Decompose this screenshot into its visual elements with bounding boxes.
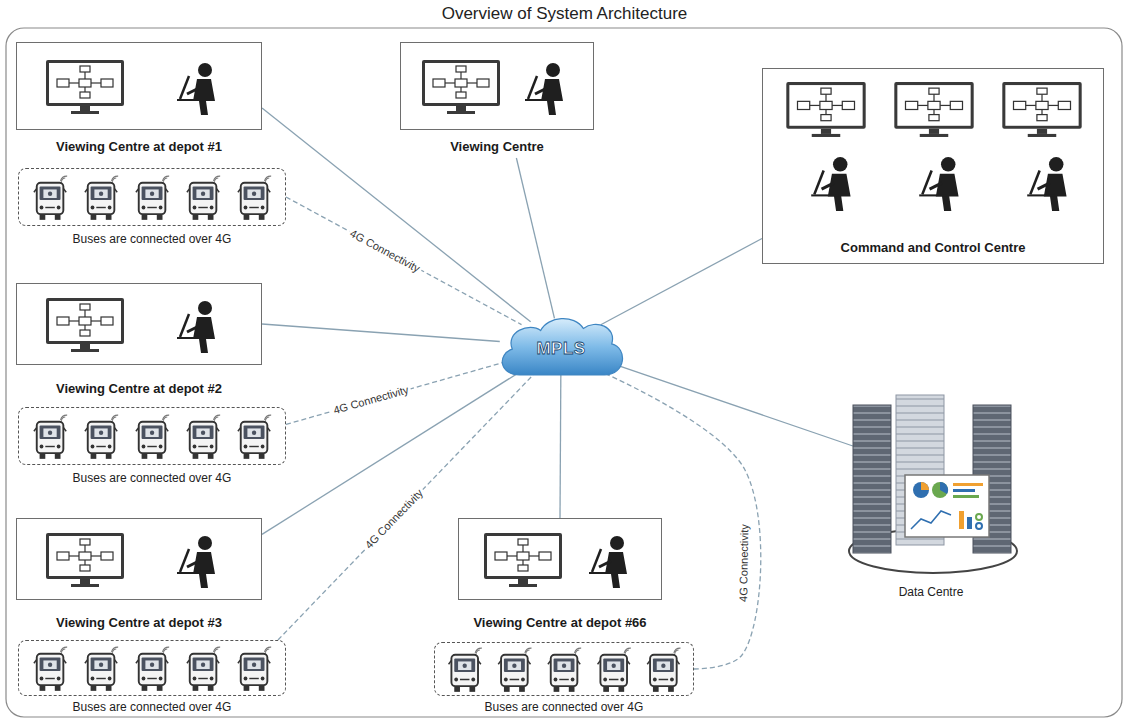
network-link [610, 363, 853, 446]
bus-icon [548, 648, 581, 692]
icon-layer [17, 43, 263, 131]
wireless-link [286, 361, 509, 424]
link-label: 4G Connectivity [346, 226, 424, 276]
bus-icon [34, 647, 67, 691]
group-caption: Buses are connected over 4G [73, 232, 232, 246]
cloud-outline [502, 319, 622, 375]
bus-group: Buses are connected over 4G [18, 640, 286, 716]
outer-frame [6, 28, 1122, 717]
icon-layer [435, 643, 695, 697]
icon-layer [401, 43, 595, 131]
network-label: MPLS [536, 338, 585, 358]
bus-icon [449, 648, 482, 692]
node-title: Viewing Centre at depot #1 [56, 139, 222, 155]
group-caption: Buses are connected over 4G [485, 700, 644, 714]
bus-icon [85, 176, 118, 220]
operator-icon [1027, 157, 1066, 211]
monitor-icon [786, 82, 865, 137]
icon-layer [17, 284, 263, 366]
node-title: Viewing Centre at depot #66 [473, 615, 646, 631]
bus-icon [647, 648, 680, 692]
bus-icon [136, 176, 169, 220]
icon-layer [17, 519, 263, 601]
icon-layer [763, 69, 1105, 265]
group-caption: Buses are connected over 4G [73, 471, 232, 485]
viewing-centre: Viewing Centre at depot #2 [16, 283, 262, 395]
server-illustration [849, 395, 1017, 573]
bus-icon [34, 176, 67, 220]
node-title: Command and Control Centre [841, 240, 1026, 256]
viewing-centre: Viewing Centre at depot #66 [458, 518, 662, 630]
monitor-icon [46, 298, 124, 352]
bus-icon [238, 176, 271, 220]
link-label: 4G Connectivity [361, 485, 427, 553]
monitor-icon [894, 82, 973, 137]
operator-icon [177, 301, 215, 353]
node-title: Viewing Centre at depot #3 [56, 615, 222, 631]
node-title: Viewing Centre [450, 139, 544, 155]
station-box [458, 518, 662, 600]
bus-icon [187, 176, 220, 220]
dashed-group [18, 407, 286, 465]
monitor-icon [46, 60, 124, 114]
bus-icon [238, 415, 271, 459]
operator-icon [177, 536, 215, 588]
mpls-cloud: MPLS [495, 313, 627, 379]
network-link [516, 158, 554, 318]
operator-icon [589, 536, 627, 588]
data-centre: Data Centre [838, 393, 1024, 605]
network-link [262, 324, 500, 341]
icon-layer [19, 408, 287, 466]
command-centre: Command and Control Centre [762, 68, 1104, 264]
icon-layer [19, 641, 287, 697]
operator-icon [811, 157, 850, 211]
bus-icon [34, 415, 67, 459]
station-box [16, 283, 262, 365]
operator-icon [177, 63, 215, 115]
diagram-title: Overview of System Architecture [436, 4, 694, 23]
network-link [601, 239, 762, 325]
bus-icon [136, 415, 169, 459]
title-wrap: Overview of System Architecture [0, 4, 1129, 24]
network-link [559, 374, 561, 518]
bus-group: Buses are connected over 4G [434, 642, 694, 718]
monitor-icon [484, 533, 562, 587]
node-title: Viewing Centre at depot #2 [56, 381, 222, 397]
station-box [762, 68, 1104, 264]
bus-icon [136, 647, 169, 691]
icon-layer [459, 519, 663, 601]
viewing-centre: Viewing Centre [400, 42, 594, 158]
bus-icon [598, 648, 631, 692]
bus-group: Buses are connected over 4G [18, 168, 286, 256]
bus-icon [238, 647, 271, 691]
bus-icon [187, 647, 220, 691]
bus-icon [85, 415, 118, 459]
wireless-link [286, 197, 522, 325]
dashed-group [434, 642, 694, 696]
monitor-icon [1002, 82, 1081, 137]
bus-icon [187, 415, 220, 459]
operator-icon [525, 63, 563, 115]
group-caption: Buses are connected over 4G [73, 700, 232, 714]
station-box [400, 42, 594, 130]
monitor-icon [422, 60, 500, 114]
dashed-group [18, 168, 286, 226]
link-label: 4G Connectivity [737, 522, 751, 604]
bus-icon [498, 648, 531, 692]
operator-icon [919, 157, 958, 211]
monitor-icon [46, 533, 124, 587]
node-title: Data Centre [899, 585, 964, 599]
station-box [16, 518, 262, 600]
link-label: 4G Connectivity [330, 383, 412, 418]
icon-layer [838, 393, 1024, 583]
station-box [16, 42, 262, 130]
shape-area [838, 393, 1024, 583]
viewing-centre: Viewing Centre at depot #1 [16, 42, 262, 158]
dashed-group [18, 640, 286, 696]
bus-group: Buses are connected over 4G [18, 407, 286, 495]
icon-layer [19, 169, 287, 227]
viewing-centre: Viewing Centre at depot #3 [16, 518, 262, 630]
bus-icon [85, 647, 118, 691]
